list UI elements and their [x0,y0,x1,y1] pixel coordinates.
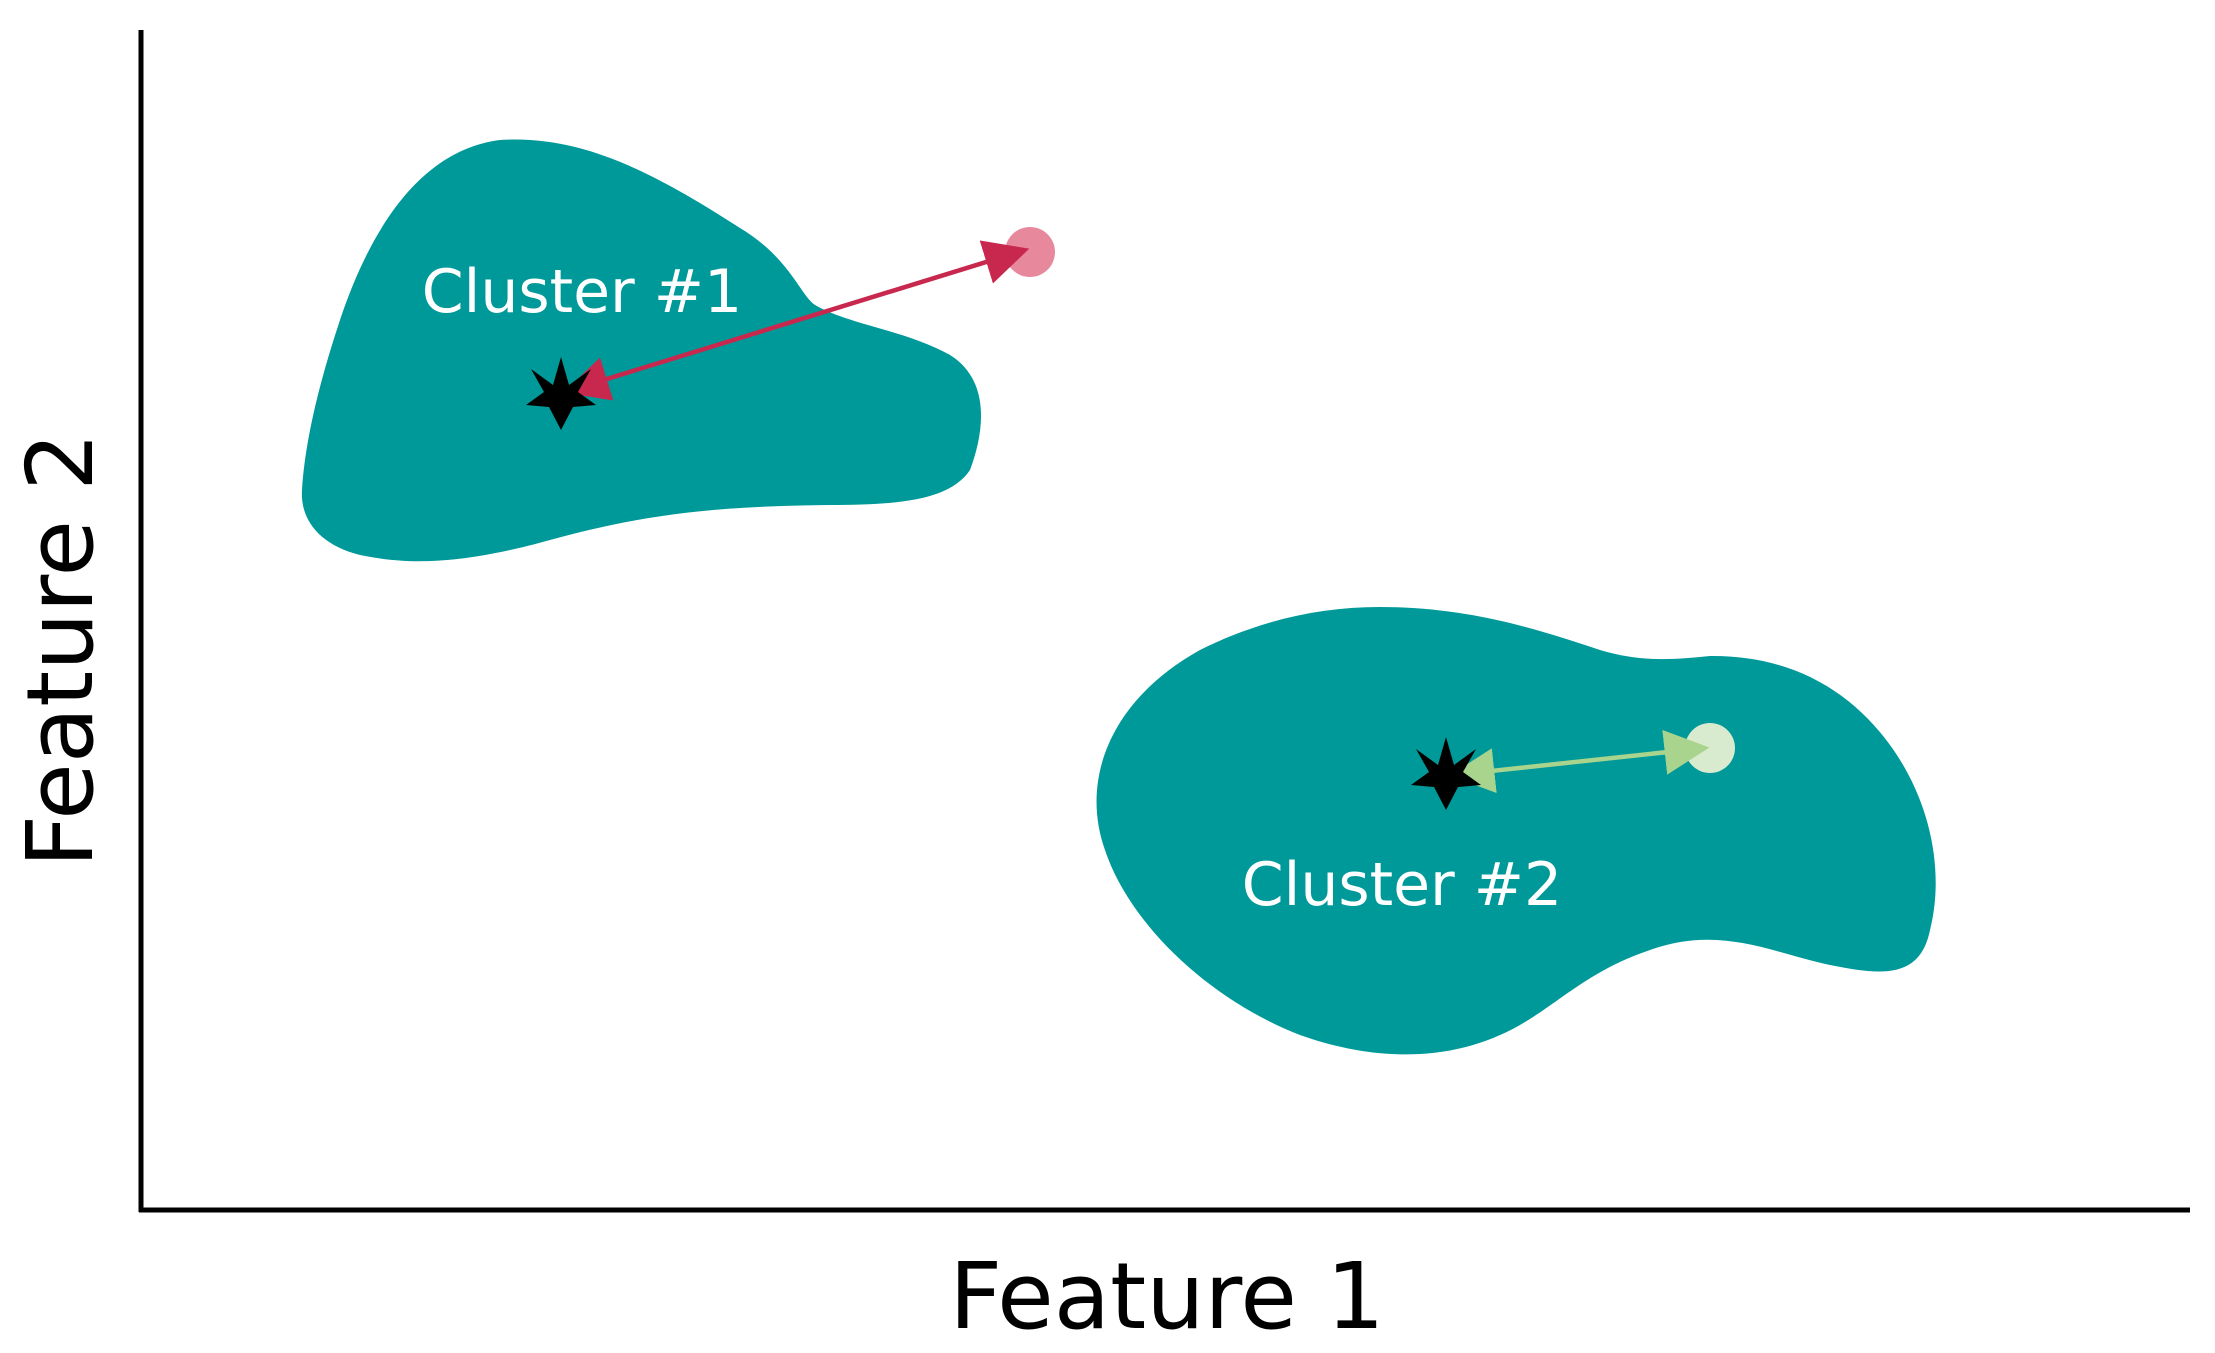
cluster-2-centroid-star-icon [1411,737,1481,810]
cluster-1-label: Cluster #1 [422,257,742,327]
y-axis-label: Feature 2 [7,432,114,867]
cluster-2-region [1096,607,1936,1055]
cluster-2-label: Cluster #2 [1242,850,1562,920]
cluster-1-centroid-star-icon [526,357,596,430]
x-axis-label: Feature 1 [949,1243,1384,1350]
cluster-1-distance-arrow [563,240,1030,401]
cluster-2-distance-arrow [1449,729,1710,794]
cluster-1-region [301,139,982,562]
